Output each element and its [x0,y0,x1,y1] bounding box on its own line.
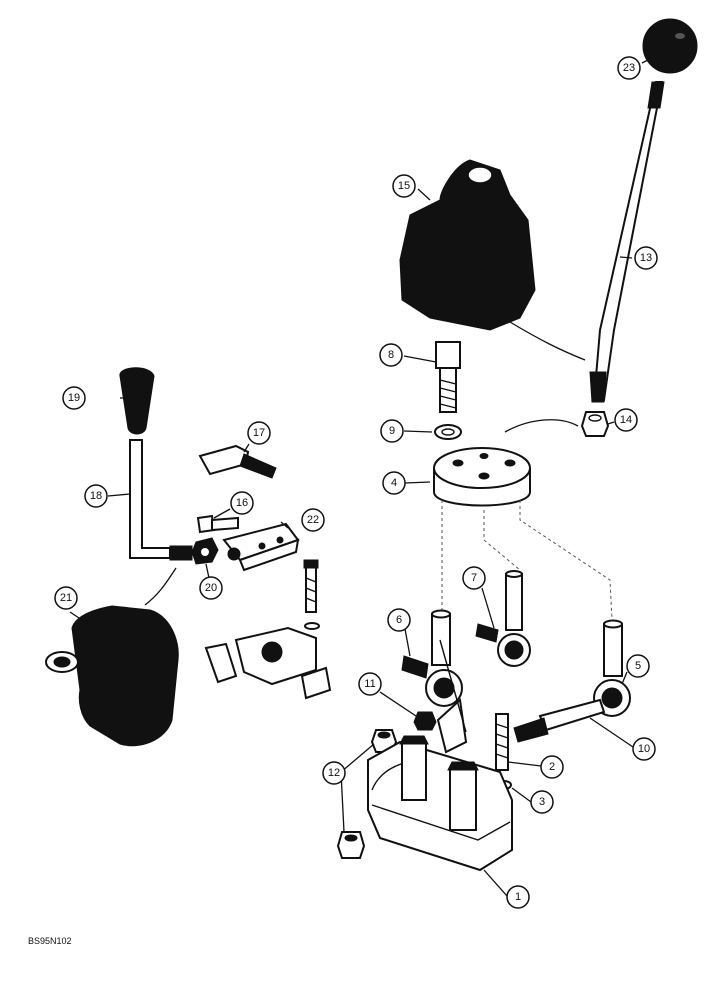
callout-23: 23 [617,56,641,80]
svg-text:1: 1 [515,891,521,903]
part-valve-body [367,639,513,872]
callout-5: 5 [626,654,650,678]
svg-text:17: 17 [253,427,265,439]
svg-text:19: 19 [68,392,80,404]
svg-text:18: 18 [90,490,102,502]
part-nut-top [580,411,610,437]
svg-text:7: 7 [471,572,477,584]
part-bracket [198,444,277,479]
svg-text:6: 6 [396,614,402,626]
callout-1: 1 [506,885,530,909]
svg-text:14: 14 [620,414,632,426]
part-lever-rod [589,81,665,403]
svg-text:20: 20 [205,582,217,594]
callout-20: 20 [199,576,223,600]
svg-text:4: 4 [391,477,397,489]
callout-9: 9 [380,419,404,443]
callout-13: 13 [634,246,658,270]
part-rod-end-7 [475,570,531,667]
part-stud [495,713,509,771]
svg-text:15: 15 [398,180,410,192]
figure-code: BS95N102 [28,936,72,946]
callout-21: 21 [54,586,78,610]
callout-8: 8 [379,343,403,367]
callout-16: 16 [230,491,254,515]
callout-22: 22 [301,508,325,532]
part-rod-end-6 [401,609,463,707]
part-washer [434,424,462,440]
part-bent-lever [129,439,193,561]
callout-2: 2 [540,755,564,779]
part-bolt [435,341,461,413]
svg-text:5: 5 [635,660,641,672]
callout-10: 10 [632,737,656,761]
svg-text:9: 9 [389,425,395,437]
part-small-nut [413,711,437,731]
callout-7: 7 [462,566,486,590]
svg-text:12: 12 [328,767,340,779]
part-rubber-boot [399,159,536,331]
part-lock-nut [191,537,219,565]
part-knob-ball [642,18,698,74]
svg-text:2: 2 [549,761,555,773]
svg-text:13: 13 [640,252,652,264]
part-left-boot [45,605,179,747]
callout-4: 4 [382,471,406,495]
callout-11: 11 [358,672,382,696]
callout-12: 12 [322,761,346,785]
callout-18: 18 [84,484,108,508]
part-pivot-bolt [196,514,239,534]
svg-text:23: 23 [623,62,635,74]
part-clevis [222,522,300,572]
part-handle-knob [119,367,155,435]
callout-15: 15 [392,174,416,198]
svg-text:10: 10 [638,743,650,755]
svg-text:22: 22 [307,514,319,526]
part-plate [433,447,531,507]
callout-3: 3 [530,790,554,814]
svg-text:11: 11 [364,678,375,690]
svg-text:16: 16 [236,497,248,509]
part-clamp-assembly [204,559,332,700]
svg-text:3: 3 [539,796,545,808]
callout-19: 19 [62,386,86,410]
callout-17: 17 [247,421,271,445]
part-threaded-pin [513,698,606,743]
svg-text:21: 21 [60,592,72,604]
callout-14: 14 [614,408,638,432]
callout-6: 6 [387,608,411,632]
svg-text:8: 8 [388,349,394,361]
